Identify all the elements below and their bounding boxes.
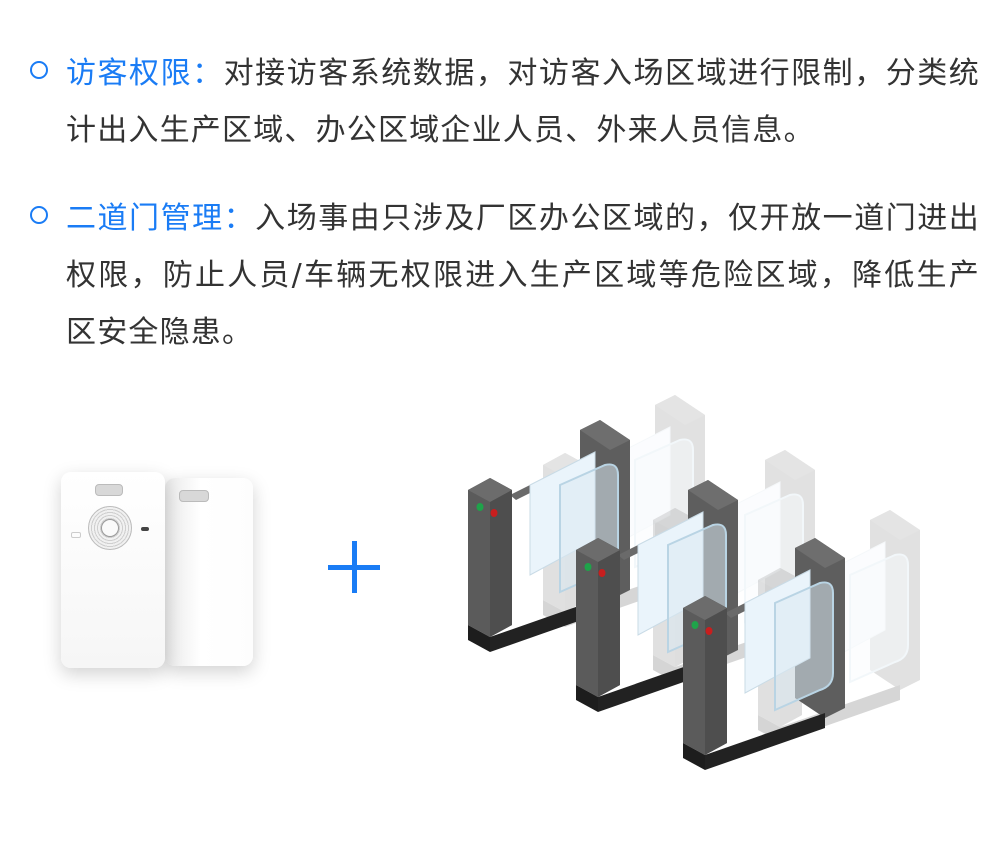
access-card-back bbox=[165, 478, 253, 666]
section-text: 二道门管理：入场事由只涉及厂区办公区域的，仅开放一道门进出权限，防止人员/车辆无… bbox=[30, 190, 980, 361]
lanyard-slot bbox=[95, 484, 123, 496]
nfc-coil-icon bbox=[88, 506, 132, 550]
turnstile-gates-illustration bbox=[467, 394, 921, 771]
access-card-front bbox=[61, 472, 165, 668]
card-button bbox=[71, 532, 81, 538]
section-body: 对接访客系统数据，对访客入场区域进行限制，分类统计出入生产区域、办公区域企业人员… bbox=[66, 56, 980, 148]
plus-icon bbox=[328, 541, 380, 593]
access-card-illustration bbox=[55, 470, 255, 670]
lanyard-slot bbox=[179, 490, 209, 502]
second-gate-section: 二道门管理：入场事由只涉及厂区办公区域的，仅开放一道门进出权限，防止人员/车辆无… bbox=[30, 190, 980, 361]
section-heading: 访客权限： bbox=[66, 56, 224, 91]
visitor-permission-section: 访客权限：对接访客系统数据，对访客入场区域进行限制，分类统计出入生产区域、办公区… bbox=[30, 45, 980, 159]
circle-bullet-icon bbox=[30, 61, 48, 79]
section-body: 入场事由只涉及厂区办公区域的，仅开放一道门进出权限，防止人员/车辆无权限进入生产… bbox=[66, 201, 980, 350]
indicator-led bbox=[141, 527, 149, 531]
section-text: 访客权限：对接访客系统数据，对访客入场区域进行限制，分类统计出入生产区域、办公区… bbox=[30, 45, 980, 159]
circle-bullet-icon bbox=[30, 206, 48, 224]
section-heading: 二道门管理： bbox=[66, 201, 256, 236]
